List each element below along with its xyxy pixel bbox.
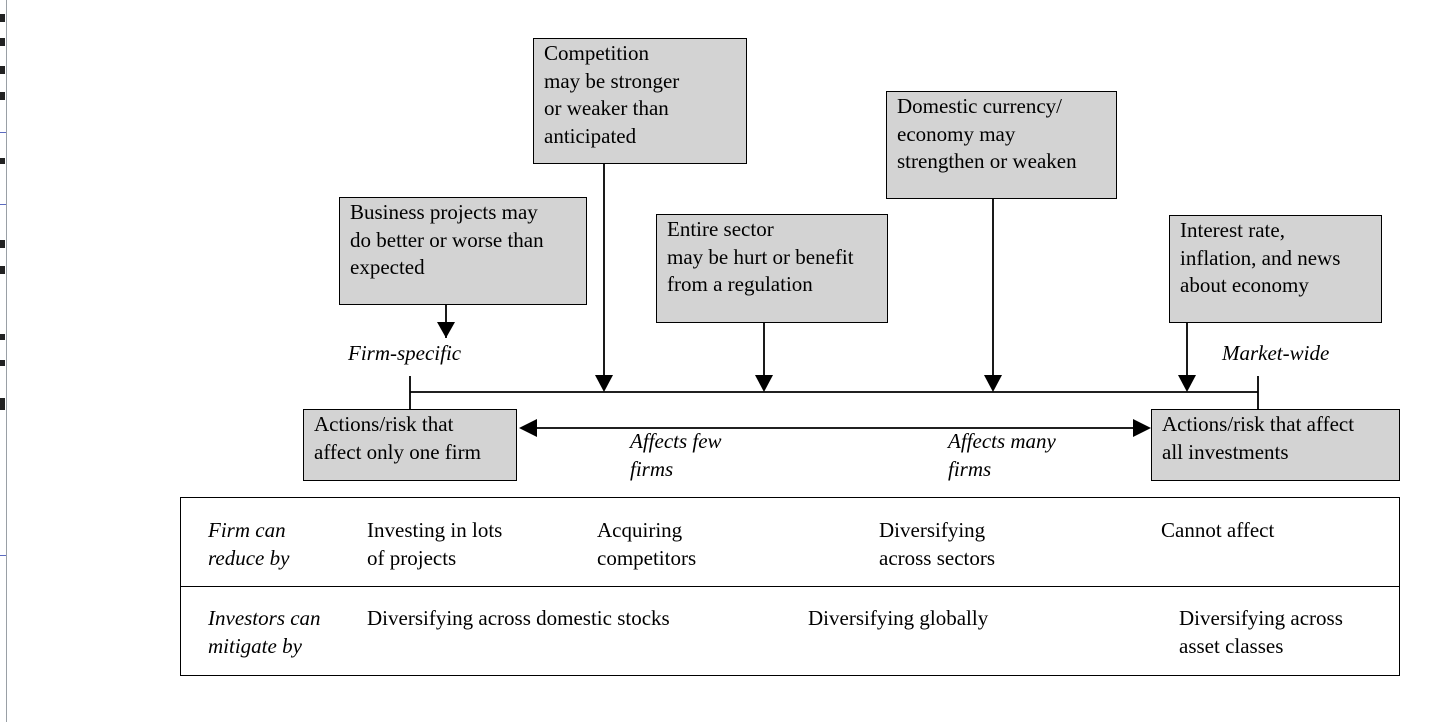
business-projects-box: Business projects may do better or worse… [339, 197, 587, 305]
firm-cell-cannot-affect: Cannot affect [1161, 518, 1275, 542]
window-edge [0, 0, 7, 722]
edge-glyph [0, 266, 5, 274]
firm-cell-sectors: Diversifying across sectors [879, 518, 996, 570]
market-wide-label: Market-wide [1222, 341, 1330, 365]
edge-glyph [0, 14, 5, 22]
edge-rule [0, 132, 6, 133]
interest-rate-box: Interest rate, inflation, and news about… [1169, 215, 1382, 323]
actions-all-investments-box: Actions/risk that affect all investments [1151, 409, 1400, 481]
edge-rule [0, 204, 6, 205]
actions-one-firm-box: Actions/risk that affect only one firm [303, 409, 517, 481]
mitigation-table: Firm can reduce by Investing in lots of … [180, 497, 1400, 676]
investor-cell-global: Diversifying globally [808, 606, 989, 630]
firm-cell-projects: Investing in lots of projects [367, 518, 503, 570]
firm-row-header: Firm can reduce by [208, 518, 290, 570]
edge-glyph [0, 334, 5, 340]
entire-sector-box: Entire sector may be hurt or benefit fro… [656, 214, 888, 323]
domestic-currency-box: Domestic currency/ economy may strengthe… [886, 91, 1117, 199]
edge-glyph [0, 360, 5, 366]
table-row-divider [181, 586, 1399, 587]
edge-glyph [0, 92, 5, 100]
firm-cell-competitors: Acquiring competitors [597, 518, 697, 570]
investor-row-header: Investors can mitigate by [208, 606, 321, 658]
affects-many-label: Affects many firms [948, 429, 1056, 481]
competition-box: Competition may be stronger or weaker th… [533, 38, 747, 164]
edge-glyph [0, 240, 5, 248]
affects-few-label: Affects few firms [630, 429, 722, 481]
edge-glyph [0, 66, 5, 74]
edge-rule [0, 555, 6, 556]
edge-glyph [0, 158, 5, 164]
edge-glyph [0, 398, 5, 410]
edge-glyph [0, 38, 5, 46]
firm-specific-label: Firm-specific [348, 341, 462, 365]
investor-cell-asset-classes: Diversifying across asset classes [1179, 606, 1343, 658]
investor-cell-domestic: Diversifying across domestic stocks [367, 606, 670, 630]
